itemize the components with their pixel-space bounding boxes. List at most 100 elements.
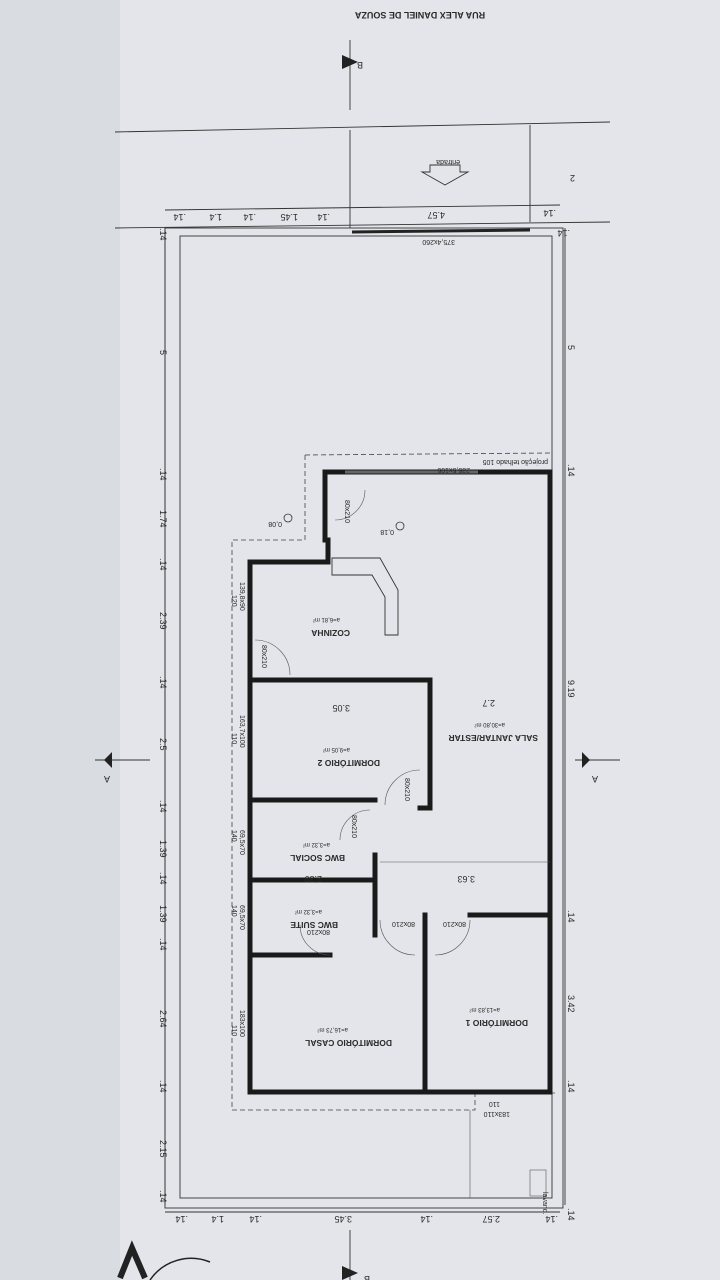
front-gate: [351, 228, 531, 234]
dim-left-tick3: .14: [158, 558, 168, 571]
door-bwc-social-label: 80x210: [350, 815, 357, 838]
dim-bottom-257: 2.57: [482, 1214, 500, 1224]
door-bwc-suite: 80x210: [299, 924, 331, 956]
level-1-label: 0,08: [268, 520, 282, 527]
room-bwc-suite-name: BWC SUITE: [290, 920, 338, 930]
room-casal-area: a=16,73 m²: [317, 1026, 348, 1032]
dim-right-342: 3.42: [566, 995, 576, 1013]
section-a-left-label: A: [104, 774, 110, 784]
level-2-label: 0,18: [380, 528, 394, 535]
dim-top-14: 1.4: [209, 212, 222, 222]
door-kitchen: 80x210: [334, 489, 366, 523]
dim-top-tick2: .14: [243, 212, 256, 222]
dim-left-139b: 1.39: [158, 905, 168, 923]
dim-bottom-345: 3.45: [334, 1214, 352, 1224]
top-dim-line: [164, 204, 561, 211]
dim-left-tick1: .14: [158, 228, 168, 241]
door-bwc-suite-label: 80x210: [307, 928, 330, 935]
room-casal: DORMITÓRIO CASAL a=16,73 m²: [305, 1026, 392, 1049]
dim-left-tick7: .14: [158, 938, 168, 951]
dim-left-215: 2.15: [158, 1140, 168, 1158]
small-rear-box: [529, 1169, 547, 1197]
section-mark-a-left: A: [95, 752, 150, 784]
house-exterior-wall: [247, 469, 553, 1095]
dim-top-tick4: .14: [543, 208, 556, 218]
dim-left-tick8: .14: [158, 1080, 168, 1093]
room-bwc-suite-area: a=3,32 m²: [295, 908, 322, 914]
dorm2-sill-label: 110: [230, 733, 237, 744]
dim-left-239: 2.39: [158, 612, 168, 630]
dim-inner-363: 3.63: [457, 874, 475, 884]
dim-left-tick6: .14: [158, 872, 168, 885]
dim-left-tick5: .14: [158, 800, 168, 813]
kitchen-window-label: 235,5x105: [437, 466, 470, 473]
front-gate-label: 375,4x260: [422, 238, 455, 245]
room-sala-area: a=30,80 m²: [474, 721, 505, 727]
dim-left-25: 2.5: [158, 738, 168, 751]
dim-top-145: 1.45: [280, 212, 298, 222]
section-b-top-label: B: [357, 60, 363, 70]
door-casal: 80x210: [379, 919, 416, 956]
room-casal-name: DORMITÓRIO CASAL: [305, 1038, 392, 1049]
casal-sill-label: 110: [230, 1025, 237, 1036]
dim-right-5: 5: [566, 345, 576, 350]
section-mark-b-top: B: [342, 40, 363, 110]
bwc-social-window-label: 69,5x70: [238, 830, 245, 855]
door-dorm2-label: 80x210: [403, 778, 410, 801]
dim-left-174: 1.74: [158, 510, 168, 528]
dim-top-tick5: .14: [557, 228, 570, 238]
dim-top-2: 2: [570, 173, 575, 183]
room-cozinha: COZINHA a=6,81 m²: [311, 616, 350, 638]
room-cozinha-area: a=6,81 m²: [313, 616, 340, 622]
dim-inner-305: 3.05: [332, 703, 350, 713]
kitchen-counter: [331, 557, 399, 636]
door-kitchen-side: 80x210: [254, 639, 291, 676]
roof-projection-top: [304, 452, 551, 456]
north-arrow-icon: [117, 1240, 211, 1280]
dim-right-tick4: .14: [566, 1208, 576, 1221]
room-dorm1-area: a=13,83 m²: [469, 1006, 500, 1012]
room-dorm2: DORMITÓRIO 2 a=9,05 m²: [317, 746, 380, 769]
dim-bottom-tick2: .14: [249, 1214, 262, 1224]
room-bwc-suite: BWC SUITE a=3,32 m²: [290, 908, 338, 930]
door-casal-label: 80x210: [392, 920, 415, 927]
dim-inner-27: 2.7: [482, 698, 495, 708]
room-bwc-social: BWC SOCIAL a=3,32 m²: [290, 841, 345, 863]
dorm1-sill-label: 110: [489, 1100, 500, 1107]
level-marker-1: 0,08: [268, 513, 293, 527]
dim-bottom-tick4: .14: [545, 1214, 558, 1224]
street-line-1: [114, 121, 611, 133]
room-sala-name: SALA JANTAR/ESTAR: [448, 733, 538, 743]
dim-bottom-tick3: .14: [420, 1214, 433, 1224]
kitchen-side-sill-label: 120: [230, 595, 237, 607]
door-dorm2: 80x210: [384, 769, 421, 806]
bwc-suite-sill-label: 140: [230, 905, 237, 917]
door-kitchen-side-label: 80x210: [260, 645, 267, 668]
entrance-arrow: entrada: [420, 158, 470, 186]
room-dorm1: DORMITÓRIO 1 a=13,83 m²: [465, 1006, 528, 1029]
door-bwc-social: 80x210: [339, 809, 371, 841]
dim-left-139a: 1.39: [158, 840, 168, 858]
dim-right-tick2: .14: [566, 910, 576, 923]
room-bwc-social-area: a=3,32 m²: [303, 841, 330, 847]
dim-left-tick4: .14: [158, 676, 168, 689]
dim-right-tick1: .14: [566, 464, 576, 477]
room-dorm2-area: a=9,05 m²: [323, 746, 350, 752]
street-line-2: [114, 221, 611, 229]
projection-note: projeção telhado 105: [483, 458, 548, 465]
small-rear-label: lavand.: [541, 1192, 548, 1215]
dim-inner-239: 2.39: [304, 874, 322, 884]
dim-bottom-tick1: .14: [175, 1214, 188, 1224]
section-mark-a-right: A: [575, 752, 620, 784]
dim-top-tick1: .14: [173, 212, 186, 222]
door-kitchen-label: 80x210: [343, 500, 350, 523]
dim-left-5: 5: [158, 350, 168, 355]
dim-right-tick3: .14: [566, 1080, 576, 1093]
room-cozinha-name: COZINHA: [311, 628, 350, 638]
dim-top-457: 4.57: [427, 210, 445, 220]
dorm1-window-label: 183x110: [484, 1110, 510, 1117]
room-dorm2-name: DORMITÓRIO 2: [317, 758, 380, 769]
door-dorm1-label: 80x210: [443, 920, 466, 927]
kitchen-side-window-label: 139,8x90: [238, 582, 245, 611]
